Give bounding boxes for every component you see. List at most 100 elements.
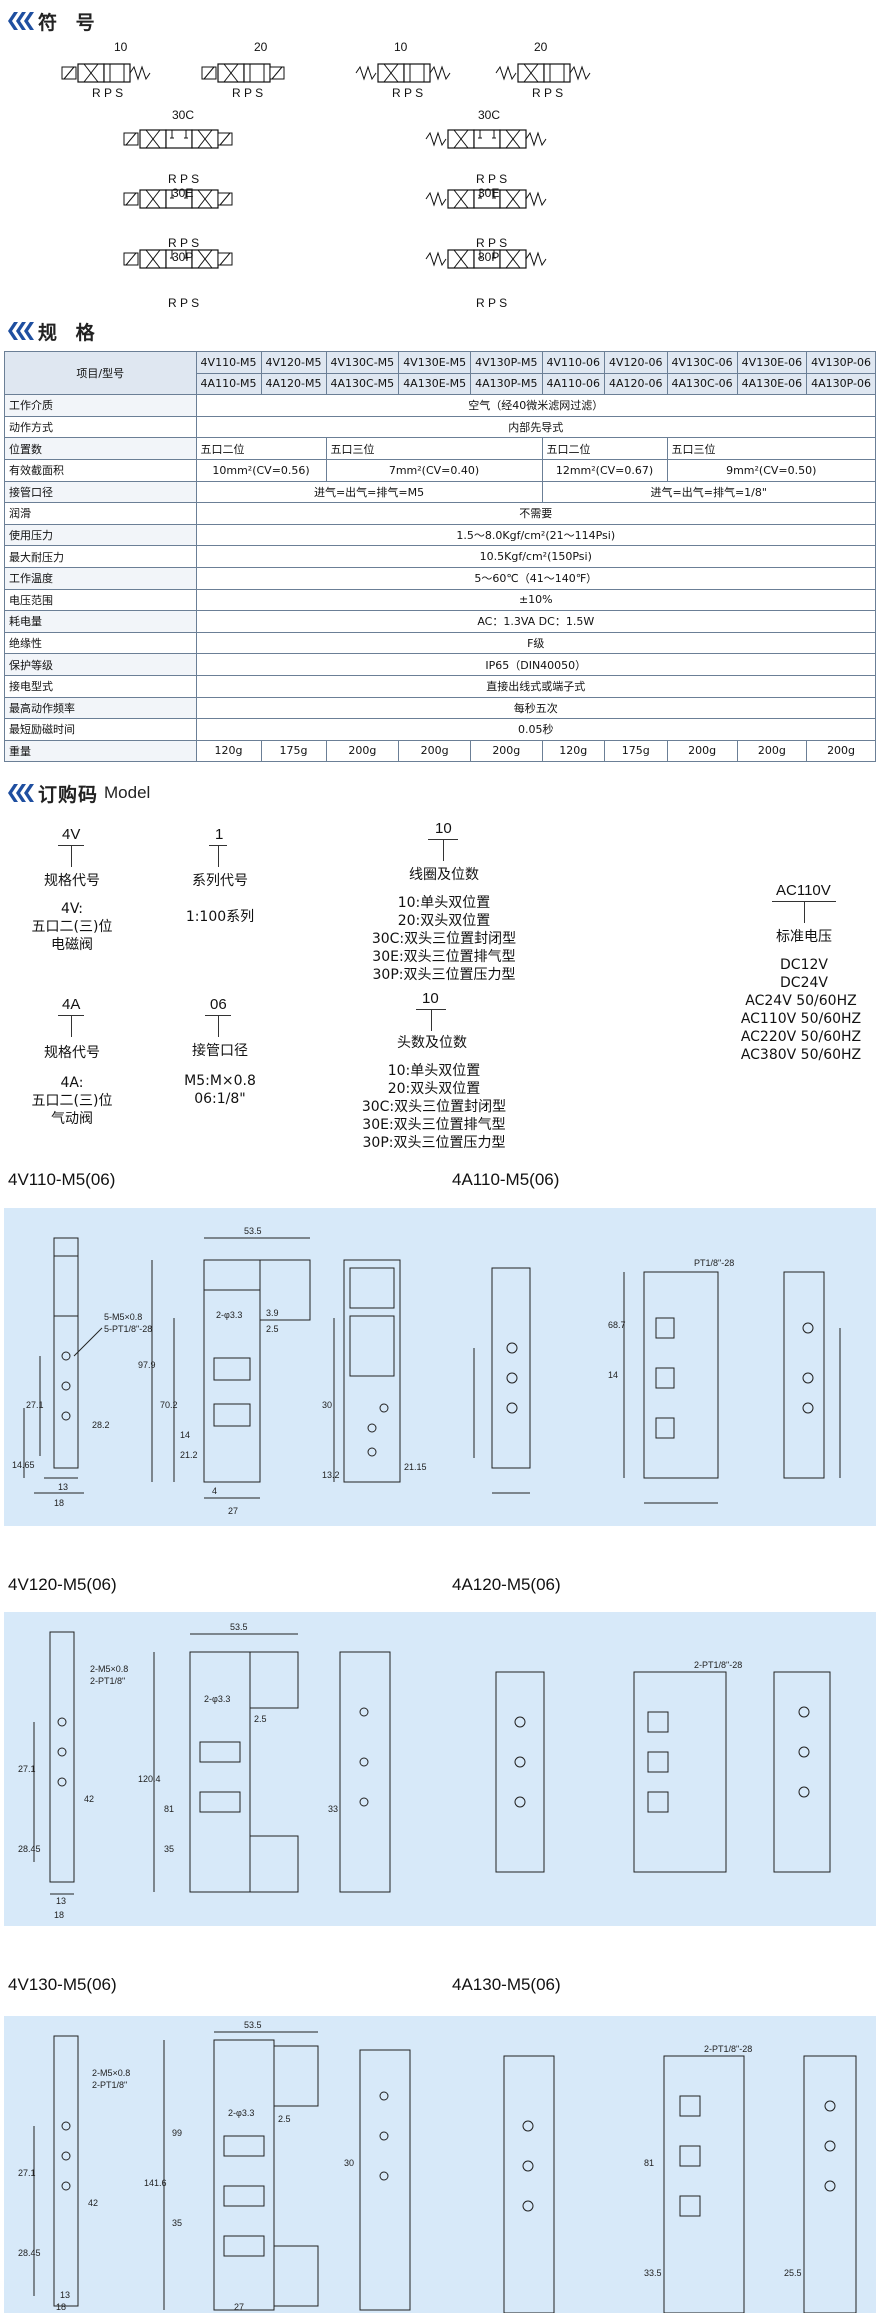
desc-10-line1: 10:单头双位置: [397, 895, 491, 911]
desc-ac-line2: DC24V: [780, 975, 828, 991]
desc-4v-line2: 五口二(三)位: [31, 919, 113, 935]
drawing-panel-110: 53.5 5-M5×0.8 5-PT1/8"-28 27.1 14.65 13 …: [4, 1208, 876, 1526]
dim-label: 35: [172, 2218, 182, 2228]
model-cell: 4A120-06: [604, 372, 668, 396]
model-cell: 4A130E-M5: [398, 372, 472, 396]
row-label: 最高动作频率: [4, 696, 197, 720]
dim-label: 120.4: [138, 1774, 161, 1784]
code-1: 1: [215, 826, 224, 843]
dim-label: 2-φ3.3: [228, 2108, 254, 2118]
dim-label: 13.2: [322, 1470, 340, 1480]
row-value: 7mm²(CV=0.40): [325, 458, 543, 482]
dim-label: 2-φ3.3: [216, 1310, 242, 1320]
table-row: 最高动作频率每秒五次: [4, 696, 877, 720]
chevron-marker-icon: [8, 12, 34, 30]
code-10: 10: [422, 990, 439, 1007]
dim-label: 21.2: [180, 1450, 198, 1460]
table-row: 4A110-M5 4A120-M5 4A130C-M5 4A130E-M5 4A…: [5, 372, 876, 396]
desc-ac-line4: AC110V 50/60HZ: [740, 1011, 862, 1027]
symbol-ports-rps: R P S: [232, 86, 264, 100]
row-value: 空气（经40微米滤网过滤）: [195, 394, 877, 417]
desc-4v-line1: 4V:: [60, 901, 84, 917]
desc-10-line5: 30P:双头三位置压力型: [372, 967, 516, 983]
weight-cell: 200g: [325, 739, 400, 763]
dim-label: 53.5: [230, 1622, 248, 1632]
symbol-label-10-pilot: 10: [394, 40, 408, 54]
row-value: 1.5～8.0Kgf/cm²(21～114Psi): [195, 523, 877, 547]
title-4a: 规格代号: [44, 1045, 100, 1061]
symbols-title: 符 号: [38, 11, 101, 34]
dim-label: 18: [54, 1498, 64, 1508]
desc-10-line3: 30C:双头三位置封闭型: [371, 931, 517, 947]
title-10: 线圈及位数: [409, 867, 479, 883]
model-cell: 4V130E-06: [736, 351, 808, 374]
code-10: 10: [435, 820, 452, 837]
symbol-label-30p: 30P: [478, 250, 500, 264]
table-row: 重量 120g 175g 200g 200g 200g 120g 175g 20…: [4, 739, 876, 763]
desc-ac-line3: AC24V 50/60HZ: [745, 993, 857, 1009]
desc-10b-line3: 30C:双头三位置封闭型: [361, 1099, 507, 1115]
row-value: 10mm²(CV=0.56): [195, 458, 327, 482]
symbols-section-header: 符 号: [8, 8, 101, 34]
dim-label: 21.15: [404, 1462, 427, 1472]
dim-label: 141.6: [144, 2178, 167, 2188]
weight-cell: 175g: [260, 739, 327, 763]
code-connector: [71, 1015, 72, 1037]
dim-label: 18: [54, 1910, 64, 1920]
desc-10b-line1: 10:单头双位置: [387, 1063, 481, 1079]
code-connector: [218, 845, 219, 867]
row-value: 五口三位: [325, 437, 543, 460]
model-cell: 4A130P-06: [806, 372, 876, 396]
dim-label: 35: [164, 1844, 174, 1854]
dim-label: 2.5: [266, 1324, 279, 1334]
weight-cell: 200g: [398, 739, 472, 763]
code-4v: 4V: [62, 826, 81, 843]
model-cell: 4V130P-06: [806, 351, 876, 374]
dim-label: 53.5: [244, 2020, 262, 2030]
model-cell: 4V130C-M5: [325, 351, 400, 374]
dim-label: 2.5: [254, 1714, 267, 1724]
symbol-ports-rps: R P S: [168, 296, 200, 310]
desc-06-line1: M5:M×0.8: [184, 1073, 256, 1089]
symbol-label-20-solenoid: 20: [254, 40, 268, 54]
model-cell: 4V120-06: [604, 351, 668, 374]
drawing-title-4v110: 4V110-M5(06): [8, 1170, 116, 1189]
table-row: 动作方式内部先导式: [4, 415, 877, 439]
specs-title: 规 格: [38, 321, 101, 344]
row-value: 9mm²(CV=0.50): [666, 458, 876, 482]
dim-label: 27: [228, 1506, 238, 1516]
dim-label: 28.45: [18, 2248, 41, 2258]
desc-06-line2: 06:1/8": [194, 1091, 246, 1107]
code-connector: [431, 1009, 432, 1031]
model-cell: 4A130C-M5: [325, 372, 400, 396]
table-row: 接电型式直接出线式或端子式: [4, 674, 877, 698]
symbol-label-30c: 30C: [478, 108, 501, 122]
row-label: 润滑: [4, 502, 197, 525]
order-code-title: 订购码: [38, 783, 99, 806]
dim-label: 4: [212, 1486, 217, 1496]
row-label: 有效截面积: [4, 458, 197, 482]
header-item-model: 项目/型号: [4, 350, 197, 396]
row-value: 不需要: [195, 502, 877, 525]
dim-label: 99: [172, 2128, 182, 2138]
title-1: 系列代号: [192, 873, 248, 889]
symbol-label-20-pilot: 20: [534, 40, 548, 54]
desc-1: 1:100系列: [185, 909, 255, 925]
symbol-ports-rps: R P S: [476, 172, 508, 186]
dim-label: 5-M5×0.8: [104, 1312, 142, 1322]
order-code-subtitle: Model: [104, 783, 151, 802]
desc-10b-line4: 30E:双头三位置排气型: [362, 1117, 506, 1133]
row-value: F级: [195, 631, 877, 655]
row-label: 工作温度: [4, 566, 197, 590]
weight-cell: 200g: [736, 739, 808, 763]
drawing-panel-130: 53.5 2-M5×0.8 2-PT1/8" 27.1 28.45 42 13 …: [4, 2016, 876, 2313]
symbol-ports-rps: R P S: [392, 86, 424, 100]
desc-10-line4: 30E:双头三位置排气型: [372, 949, 516, 965]
model-cell: 4A120-M5: [260, 372, 327, 396]
row-value: 五口二位: [541, 437, 668, 460]
table-row: 项目/型号 4V110-M5 4V120-M5 4V130C-M5 4V130E…: [4, 350, 876, 396]
dim-label: 28.45: [18, 1844, 41, 1854]
